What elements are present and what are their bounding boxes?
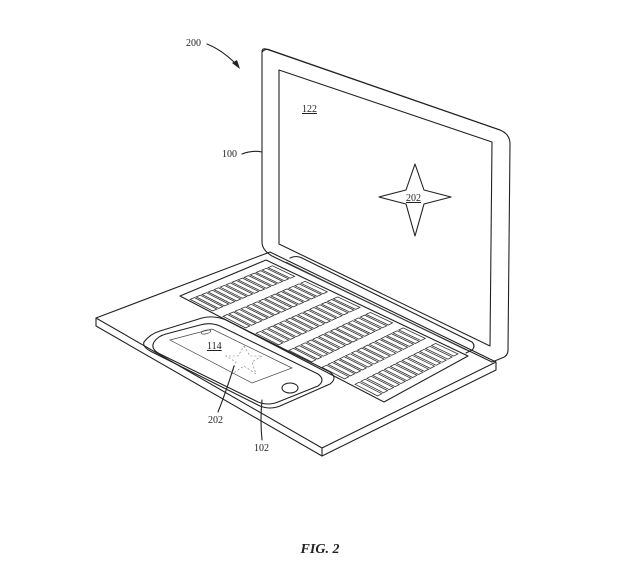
label-laptop: 100	[222, 149, 237, 160]
leader-laptop	[242, 151, 262, 154]
label-phone-display: 114	[207, 341, 222, 352]
label-star-display: 202	[406, 193, 421, 204]
star-graphic-phone	[226, 346, 262, 374]
label-phone: 102	[254, 443, 269, 454]
figure-caption: FIG. 2	[300, 542, 340, 557]
home-button	[282, 383, 298, 393]
leader-phone	[261, 400, 262, 440]
label-system: 200	[186, 38, 201, 49]
phone-dock	[144, 317, 334, 408]
label-display-region: 122	[302, 104, 317, 115]
label-star-phone: 202	[208, 415, 223, 426]
leader-system	[207, 44, 236, 64]
